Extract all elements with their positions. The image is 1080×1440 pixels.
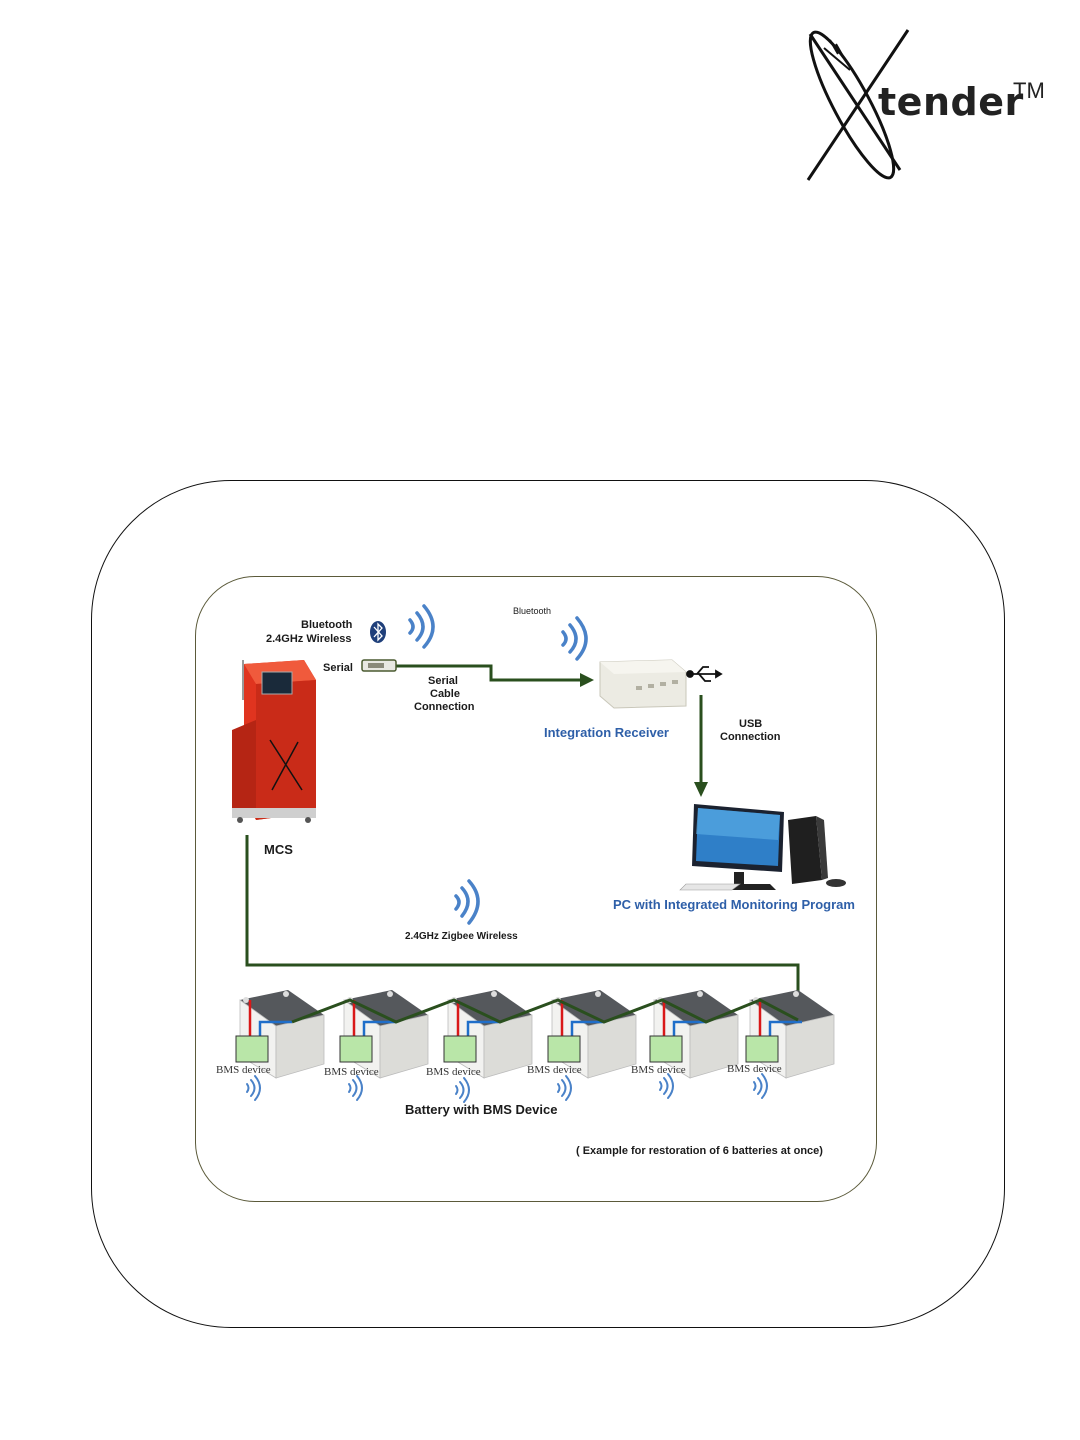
integration-receiver-device (599, 659, 687, 709)
bms-device-label: BMS device (426, 1066, 481, 1078)
battery-unit (443, 990, 533, 1079)
battery-chain-line (291, 998, 799, 1024)
bluetooth-icon (370, 621, 386, 643)
pc-computer (679, 804, 846, 891)
integration-receiver-label: Integration Receiver (544, 725, 669, 740)
bms-device-label: BMS device (727, 1063, 782, 1075)
wireless-label: 2.4GHz Wireless (266, 633, 352, 645)
wireless-waves-icon (561, 616, 588, 661)
serial-cable-label-2: Cable (430, 688, 460, 700)
serial-connector-icon (361, 659, 397, 672)
serial-cable-label-3: Connection (414, 701, 475, 713)
battery-unit (745, 990, 835, 1079)
example-note: ( Example for restoration of 6 batteries… (576, 1145, 823, 1157)
usb-label-1: USB (739, 718, 763, 730)
serial-cable-label-1: Serial (428, 675, 458, 687)
wireless-waves-icon (454, 879, 480, 925)
logo-trademark: TM (1013, 78, 1045, 103)
battery-row (235, 990, 835, 1079)
logo-wordmark: tender (878, 80, 1024, 124)
bms-wireless-icon (557, 1075, 572, 1101)
serial-cable-line (395, 664, 585, 682)
battery-caption: Battery with BMS Device (405, 1102, 558, 1117)
bms-wireless-icon (455, 1077, 470, 1103)
mcs-label: MCS (264, 842, 293, 857)
zigbee-label: 2.4GHz Zigbee Wireless (405, 931, 518, 942)
bms-device-label: BMS device (216, 1064, 271, 1076)
bms-device-label: BMS device (527, 1064, 582, 1076)
usb-label-2: Connection (720, 731, 781, 743)
bluetooth-label: Bluetooth (301, 619, 353, 631)
bms-wireless-icon (753, 1073, 768, 1099)
diagram-frame (195, 576, 877, 1202)
xtender-logo (806, 29, 910, 181)
battery-unit (339, 990, 429, 1079)
wireless-waves-icon (408, 604, 435, 649)
bluetooth-top-label: Bluetooth (513, 606, 552, 616)
bms-wireless-icon (659, 1073, 674, 1099)
bms-device-label: BMS device (324, 1066, 379, 1078)
serial-label: Serial (323, 662, 353, 674)
mcs-kiosk (232, 660, 316, 823)
bms-wireless-icon (348, 1075, 363, 1101)
pc-program-label: PC with Integrated Monitoring Program (613, 897, 855, 912)
outer-frame (91, 480, 1005, 1328)
usb-arrow-head (694, 782, 708, 797)
usb-icon (686, 666, 723, 682)
serial-arrow-head (580, 673, 594, 687)
bms-wireless-icon (246, 1075, 261, 1101)
bms-device-label: BMS device (631, 1064, 686, 1076)
